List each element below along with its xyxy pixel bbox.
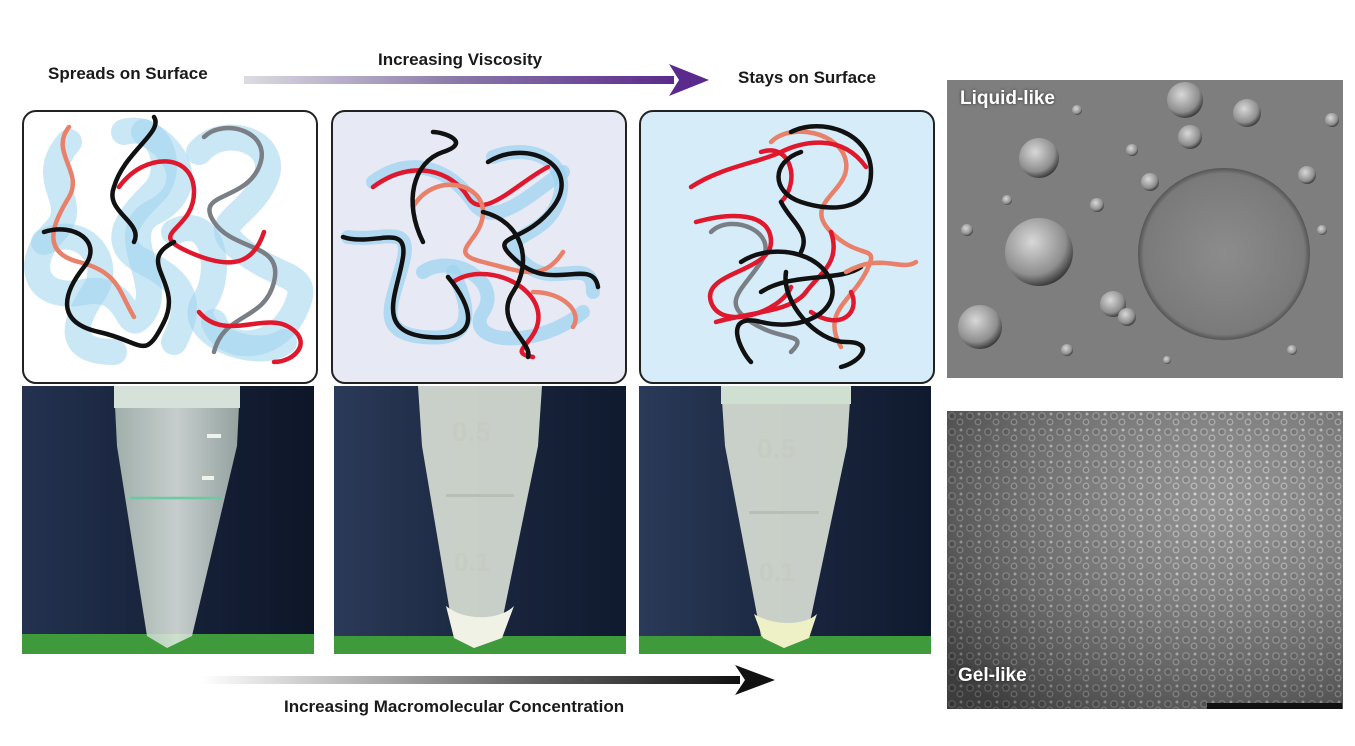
- tube-3-mark-0-1: 0.1: [759, 557, 795, 587]
- polymer-network-concentrated-panel: [639, 110, 935, 384]
- increasing-concentration-label: Increasing Macromolecular Concentration: [284, 697, 625, 716]
- gel-like-label: Gel-like: [958, 665, 1027, 686]
- increasing-viscosity-label: Increasing Viscosity: [378, 50, 543, 69]
- tube-photo-concentrated: 0.5 0.1: [639, 386, 931, 654]
- liquid-like-label: Liquid-like: [960, 88, 1055, 109]
- polymer-network-intermediate-panel: [331, 110, 627, 384]
- tube-3-illustration: 0.5 0.1: [639, 386, 931, 654]
- liquid-like-micrograph: [947, 80, 1343, 378]
- spreads-on-surface-label: Spreads on Surface: [48, 64, 208, 83]
- gel-like-micrograph: [947, 411, 1343, 709]
- liquid-droplets-image: [947, 80, 1343, 378]
- tube-2-mark-0-5: 0.5: [452, 416, 491, 447]
- tube-photo-dilute: [22, 386, 314, 654]
- tube-photo-intermediate: 0.5 0.1: [334, 386, 626, 654]
- tube-2-illustration: 0.5 0.1: [334, 386, 626, 654]
- viscosity-arrow: [244, 64, 709, 96]
- dilute-strands-diagram: [24, 114, 314, 365]
- tube-1-illustration: [22, 386, 314, 654]
- tube-3-mark-0-5: 0.5: [757, 433, 796, 464]
- concentration-arrow: [200, 665, 775, 695]
- scale-bar: [1207, 703, 1342, 709]
- stays-on-surface-label: Stays on Surface: [738, 68, 876, 87]
- gel-texture-image: [947, 411, 1343, 709]
- intermediate-strands-diagram: [340, 129, 601, 360]
- polymer-network-dilute-panel: [22, 110, 318, 384]
- tube-2-mark-0-1: 0.1: [454, 547, 490, 577]
- concentrated-strands-diagram: [688, 124, 919, 370]
